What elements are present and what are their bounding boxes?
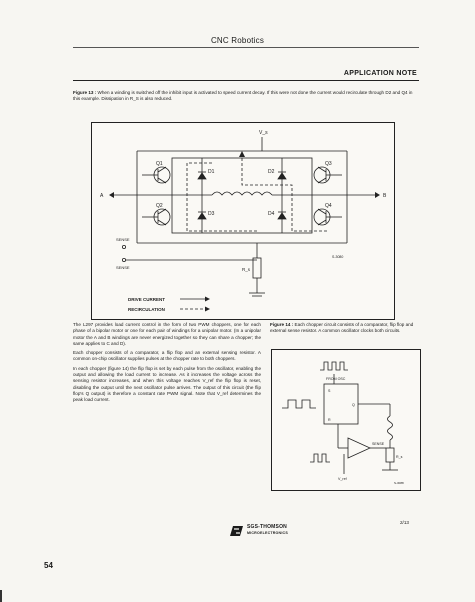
legend-recirculation: RECIRCULATION (128, 307, 165, 312)
label-q2: Q2 (156, 203, 163, 209)
chopper-schematic: FROM OSC S R Q SENSE V_ref R_s S-3088 (282, 361, 404, 485)
label-s: S (328, 389, 331, 393)
figure13-caption: Figure 13 : When a winding is switched o… (73, 90, 413, 102)
page-number-left: 54 (44, 561, 53, 570)
header-divider (73, 47, 419, 48)
label-node-b: B (383, 193, 387, 199)
label-q4: Q4 (325, 203, 332, 209)
label-d3: D3 (208, 211, 215, 217)
body-paragraph-1: The L297 provides load current control i… (73, 322, 261, 346)
figure14-label: Figure 14 : (270, 322, 294, 327)
label-rs: R_s (242, 267, 251, 272)
page-header-title: CNC Robotics (210, 36, 265, 45)
label-code: S-3080 (332, 255, 343, 259)
label-q3: Q3 (325, 161, 332, 167)
section-divider (73, 80, 419, 81)
company-logo-name: SGS-THOMSON (247, 524, 287, 530)
h-bridge-schematic: V_s Q1 Q2 Q3 Q4 D1 D2 D3 D4 A B SENSE SE… (100, 130, 387, 312)
label-rs: R_s (396, 455, 403, 459)
label-r: R (328, 418, 331, 422)
company-logo-subtitle: MICROELECTRONICS (247, 531, 288, 535)
legend-drive-current: DRIVE CURRENT (128, 297, 165, 302)
body-paragraph-2: Each chopper consists of a comparator, a… (73, 350, 261, 362)
figure13-label: Figure 13 : (73, 90, 97, 95)
page-number-right: 2/13 (400, 520, 409, 525)
label-d1: D1 (208, 169, 215, 175)
application-note-heading: APPLICATION NOTE (343, 70, 417, 77)
label-sense: SENSE (372, 442, 385, 446)
label-node-a: A (100, 193, 104, 199)
body-text: The L297 provides load current control i… (73, 322, 261, 407)
binding-mark (0, 590, 2, 602)
figure13-caption-text: When a winding is switched off the inhib… (73, 90, 413, 101)
st-logo-icon (230, 526, 243, 536)
label-d4: D4 (268, 211, 275, 217)
label-vs: V_s (259, 130, 268, 136)
label-q: Q (352, 403, 355, 407)
figure14-caption: Figure 14 : Each chopper circuit consist… (270, 322, 420, 334)
label-vref: V_ref (338, 477, 347, 481)
label-from-osc: FROM OSC (326, 377, 346, 381)
figure14-diagram: FROM OSC S R Q SENSE V_ref R_s S-3088 (271, 349, 421, 491)
body-paragraph-3: In each chopper (figure 14) the flip flo… (73, 365, 261, 403)
label-sense: SENSE (116, 265, 130, 270)
figure13-diagram: V_s Q1 Q2 Q3 Q4 D1 D2 D3 D4 A B SENSE SE… (91, 122, 395, 320)
label-code: S-3088 (394, 481, 404, 485)
label-q1: Q1 (156, 161, 163, 167)
label-d2: D2 (268, 169, 275, 175)
label-sense-top: SENSE (116, 237, 130, 242)
figure14-caption-text: Each chopper circuit consists of a compa… (270, 322, 414, 333)
